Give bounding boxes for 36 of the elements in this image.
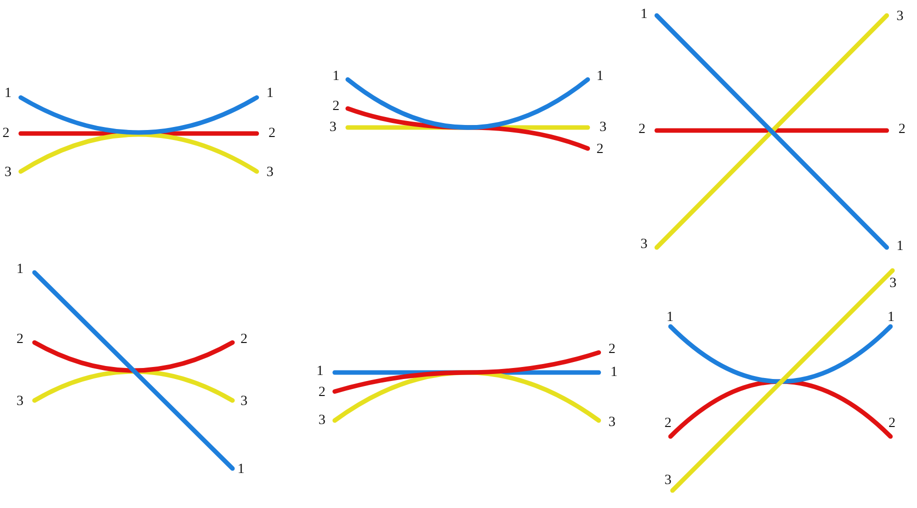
rod-end-number: 1 [332,70,340,84]
rod-end-number: 2 [318,386,326,400]
rod-end-number: 3 [318,414,326,428]
rod-end-number: 2 [2,127,10,141]
rod-end-number: 3 [600,121,606,135]
rod-end-number: 1 [238,463,244,477]
rod-end-number: 1 [16,263,24,277]
rod-end-number: 3 [890,277,896,291]
rod-end-number: 1 [4,87,12,101]
rod-end-number: 3 [664,474,672,488]
rod-end-number: 2 [898,123,906,137]
rod-end-number: 2 [664,417,672,431]
rod-end-number: 3 [640,238,648,252]
rod-end-number: 3 [608,416,616,430]
rod-end-number: 3 [896,10,904,24]
rod-end-number: 2 [888,417,896,431]
rod-end-number: 1 [610,366,618,380]
rod-end-number: 3 [266,166,274,180]
rod-end-number: 2 [16,333,24,347]
rod-end-number: 2 [608,343,616,357]
rod-end-number: 1 [316,365,324,379]
rod-end-number: 1 [640,8,648,22]
rod-end-number: 2 [332,100,340,114]
rod-end-number: 1 [896,240,904,254]
rod-end-number: 3 [4,166,12,180]
rod-end-number: 1 [266,87,274,101]
rod-end-number: 1 [666,311,674,325]
rod-end-number: 2 [596,143,604,157]
rod-end-number: 2 [240,333,248,347]
rod-end-number: 2 [268,127,276,141]
rod-end-number: 1 [888,311,894,325]
rod-end-number: 3 [330,121,336,135]
rod-end-number: 2 [638,123,646,137]
rod-end-number: 1 [596,70,604,84]
rod-end-number: 3 [16,395,24,409]
rod-end-number: 3 [240,395,248,409]
